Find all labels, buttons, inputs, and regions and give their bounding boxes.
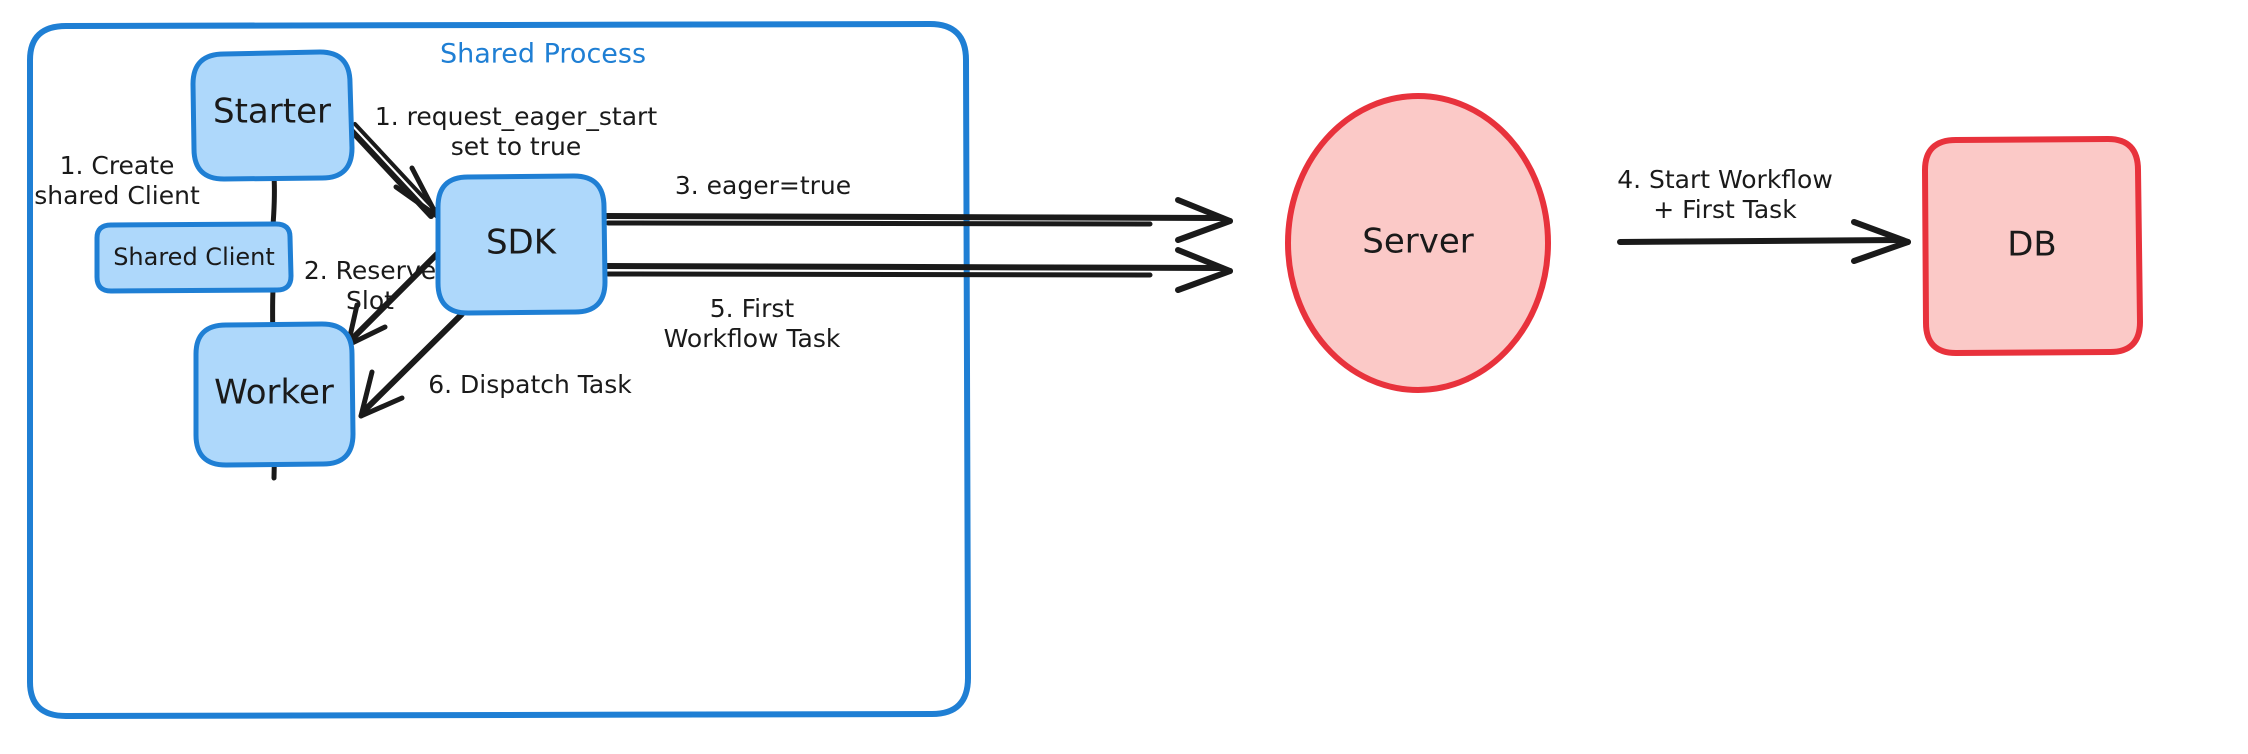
- node-server[interactable]: Server: [1285, 93, 1551, 393]
- svg-text:set to true: set to true: [451, 132, 582, 161]
- node-db[interactable]: DB: [1922, 136, 2143, 356]
- node-starter-label: Starter: [213, 92, 331, 132]
- svg-text:1. Create: 1. Create: [60, 151, 175, 180]
- svg-text:shared Client: shared Client: [34, 181, 200, 210]
- node-shared-client[interactable]: Shared Client: [94, 221, 294, 294]
- node-shared-client-label: Shared Client: [113, 243, 275, 271]
- node-worker-label: Worker: [214, 373, 334, 413]
- svg-text:Workflow Task: Workflow Task: [664, 324, 841, 353]
- node-sdk-label: SDK: [486, 223, 558, 263]
- edge-label-create-shared-client: 1. Create shared Client: [34, 151, 200, 210]
- edge-label-start-workflow-first-task: 4. Start Workflow + First Task: [1617, 165, 1833, 224]
- edge-label-first-workflow-task: 5. First Workflow Task: [664, 294, 841, 353]
- edge-first-workflow-task: [603, 247, 1233, 293]
- shared-process-label: Shared Process: [440, 39, 646, 70]
- edge-label-dispatch-task: 6. Dispatch Task: [428, 370, 632, 399]
- edge-label-reserve-slot: 2. Reserve Slot: [304, 256, 436, 315]
- svg-text:2. Reserve: 2. Reserve: [304, 256, 436, 285]
- node-worker[interactable]: Worker: [193, 321, 356, 468]
- edge-start-workflow-first-task: [1617, 219, 1911, 264]
- edge-label-request-eager-start: 1. request_eager_start set to true: [375, 102, 657, 161]
- edge-label-eager-true: 3. eager=true: [675, 171, 851, 200]
- edge-eager-true: [603, 197, 1233, 243]
- edge-request-eager-start: [346, 122, 440, 219]
- svg-text:Slot: Slot: [346, 286, 394, 315]
- svg-text:1. request_eager_start: 1. request_eager_start: [375, 102, 657, 131]
- svg-text:6. Dispatch Task: 6. Dispatch Task: [428, 370, 632, 399]
- node-sdk[interactable]: SDK: [435, 173, 608, 316]
- svg-text:+ First Task: + First Task: [1653, 195, 1797, 224]
- edge-dispatch-task: [358, 311, 465, 419]
- node-db-label: DB: [2007, 225, 2057, 265]
- svg-text:4. Start Workflow: 4. Start Workflow: [1617, 165, 1833, 194]
- node-server-label: Server: [1362, 222, 1474, 262]
- node-starter[interactable]: Starter: [190, 49, 355, 182]
- svg-text:3. eager=true: 3. eager=true: [675, 171, 851, 200]
- shared-process-container[interactable]: Shared Process: [27, 21, 971, 719]
- svg-text:5. First: 5. First: [710, 294, 795, 323]
